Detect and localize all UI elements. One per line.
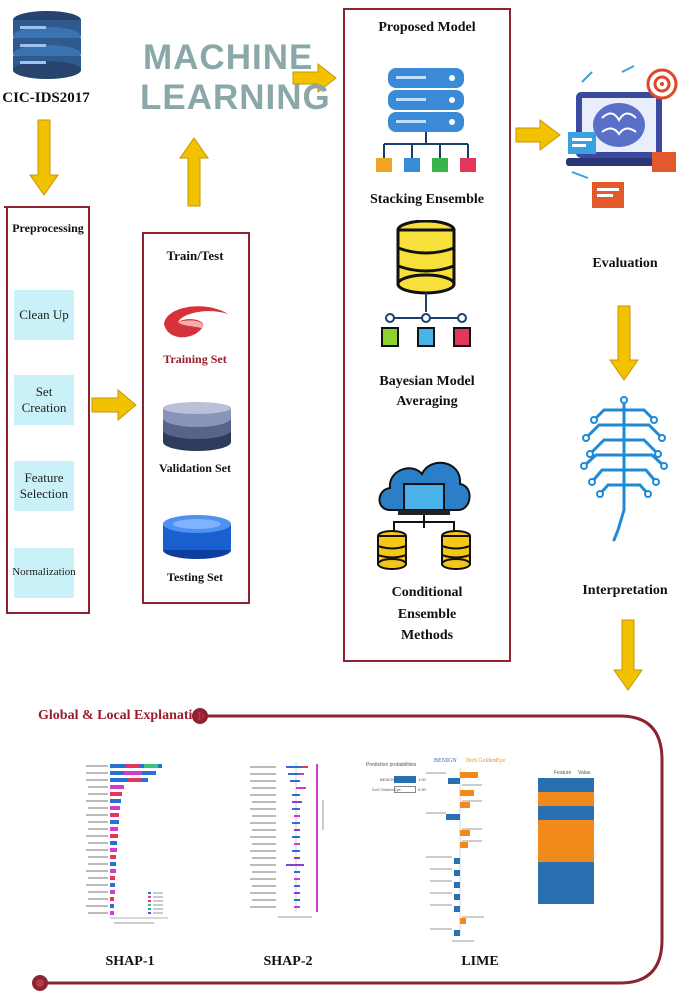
lime-pred-bar-dos: [394, 786, 416, 793]
conditional-ensemble-icon: [372, 452, 476, 572]
shap2-plot: [248, 760, 332, 922]
lime-class-dos: DoS GoldenEye: [466, 758, 506, 764]
validation-set-label: Validation Set: [159, 461, 231, 475]
training-set-label: Training Set: [163, 352, 227, 366]
lime-pred-value-dos: 0.00: [418, 787, 426, 792]
train-test-title: Train/Test: [166, 248, 224, 263]
interpretation-brain-icon: [574, 390, 674, 550]
preprocessing-title: Preprocessing: [12, 221, 84, 235]
explanation-title: Global & Local Explanation: [38, 708, 208, 723]
step-set-creation: Set Creation: [14, 375, 74, 425]
lime-feature-table: [538, 778, 594, 904]
shap1-legend: [148, 892, 163, 914]
arrow-train-to-ml: [179, 137, 209, 207]
lime-pred-row-dos: DoS GoldenEye: [372, 787, 401, 792]
lime-pred-row-benign: BENIGN: [380, 777, 396, 782]
validation-set-icon: [160, 402, 234, 452]
bayesian-model-icon: [380, 220, 472, 350]
ml-title-line1: MACHINE: [143, 38, 314, 77]
lime-class-benign: BENIGN: [434, 758, 457, 764]
step-clean-up: Clean Up: [14, 290, 74, 340]
bayesian-model-label: Bayesian Model Averaging: [379, 374, 475, 410]
dataset-label: CIC-IDS2017: [2, 90, 90, 106]
conditional-ensemble-label: Conditional Ensemble Methods: [391, 585, 463, 644]
lime-table-header-feature: Feature: [554, 770, 572, 776]
arrow-proposed-to-evaluation: [515, 119, 561, 151]
training-set-icon: [158, 300, 232, 344]
arrow-preprocessing-to-train: [91, 388, 137, 422]
lime-table-header-value: Value: [578, 770, 591, 776]
proposed-model-title: Proposed Model: [378, 20, 476, 35]
arrow-interpretation-to-explanation: [613, 619, 643, 691]
step-normalization: Normalization: [12, 548, 76, 598]
shap1-plot: [84, 760, 174, 926]
lime-pred-bar-benign: [394, 776, 416, 783]
shap2-label: SHAP-2: [263, 954, 313, 969]
shap1-label: SHAP-1: [105, 954, 155, 969]
stacking-ensemble-icon: [376, 68, 476, 178]
database-icon: [8, 8, 86, 80]
ml-title-line2: LEARNING: [140, 78, 331, 117]
stacking-ensemble-label: Stacking Ensemble: [370, 192, 484, 207]
explanation-track: [40, 714, 664, 985]
arrow-ml-to-proposed: [292, 62, 337, 94]
evaluation-label: Evaluation: [592, 256, 658, 271]
lime-pred-title: Prediction probabilities: [366, 762, 417, 768]
lime-pred-value-benign: 1.00: [418, 777, 426, 782]
arrow-evaluation-to-interpretation: [609, 305, 639, 381]
lime-weights: [426, 768, 484, 942]
shap2-dots: [286, 766, 308, 908]
lime-label: LIME: [461, 954, 499, 969]
evaluation-icon: [562, 62, 684, 214]
step-feature-selection: Feature Selection: [14, 461, 74, 511]
interpretation-label: Interpretation: [582, 583, 668, 598]
arrow-dataset-to-preprocessing: [29, 119, 59, 196]
testing-set-label: Testing Set: [167, 570, 223, 584]
testing-set-icon: [160, 514, 234, 560]
lime-plot: Prediction probabilities BENIGN 1.00 DoS…: [364, 756, 600, 946]
shap1-bars: [110, 764, 162, 915]
